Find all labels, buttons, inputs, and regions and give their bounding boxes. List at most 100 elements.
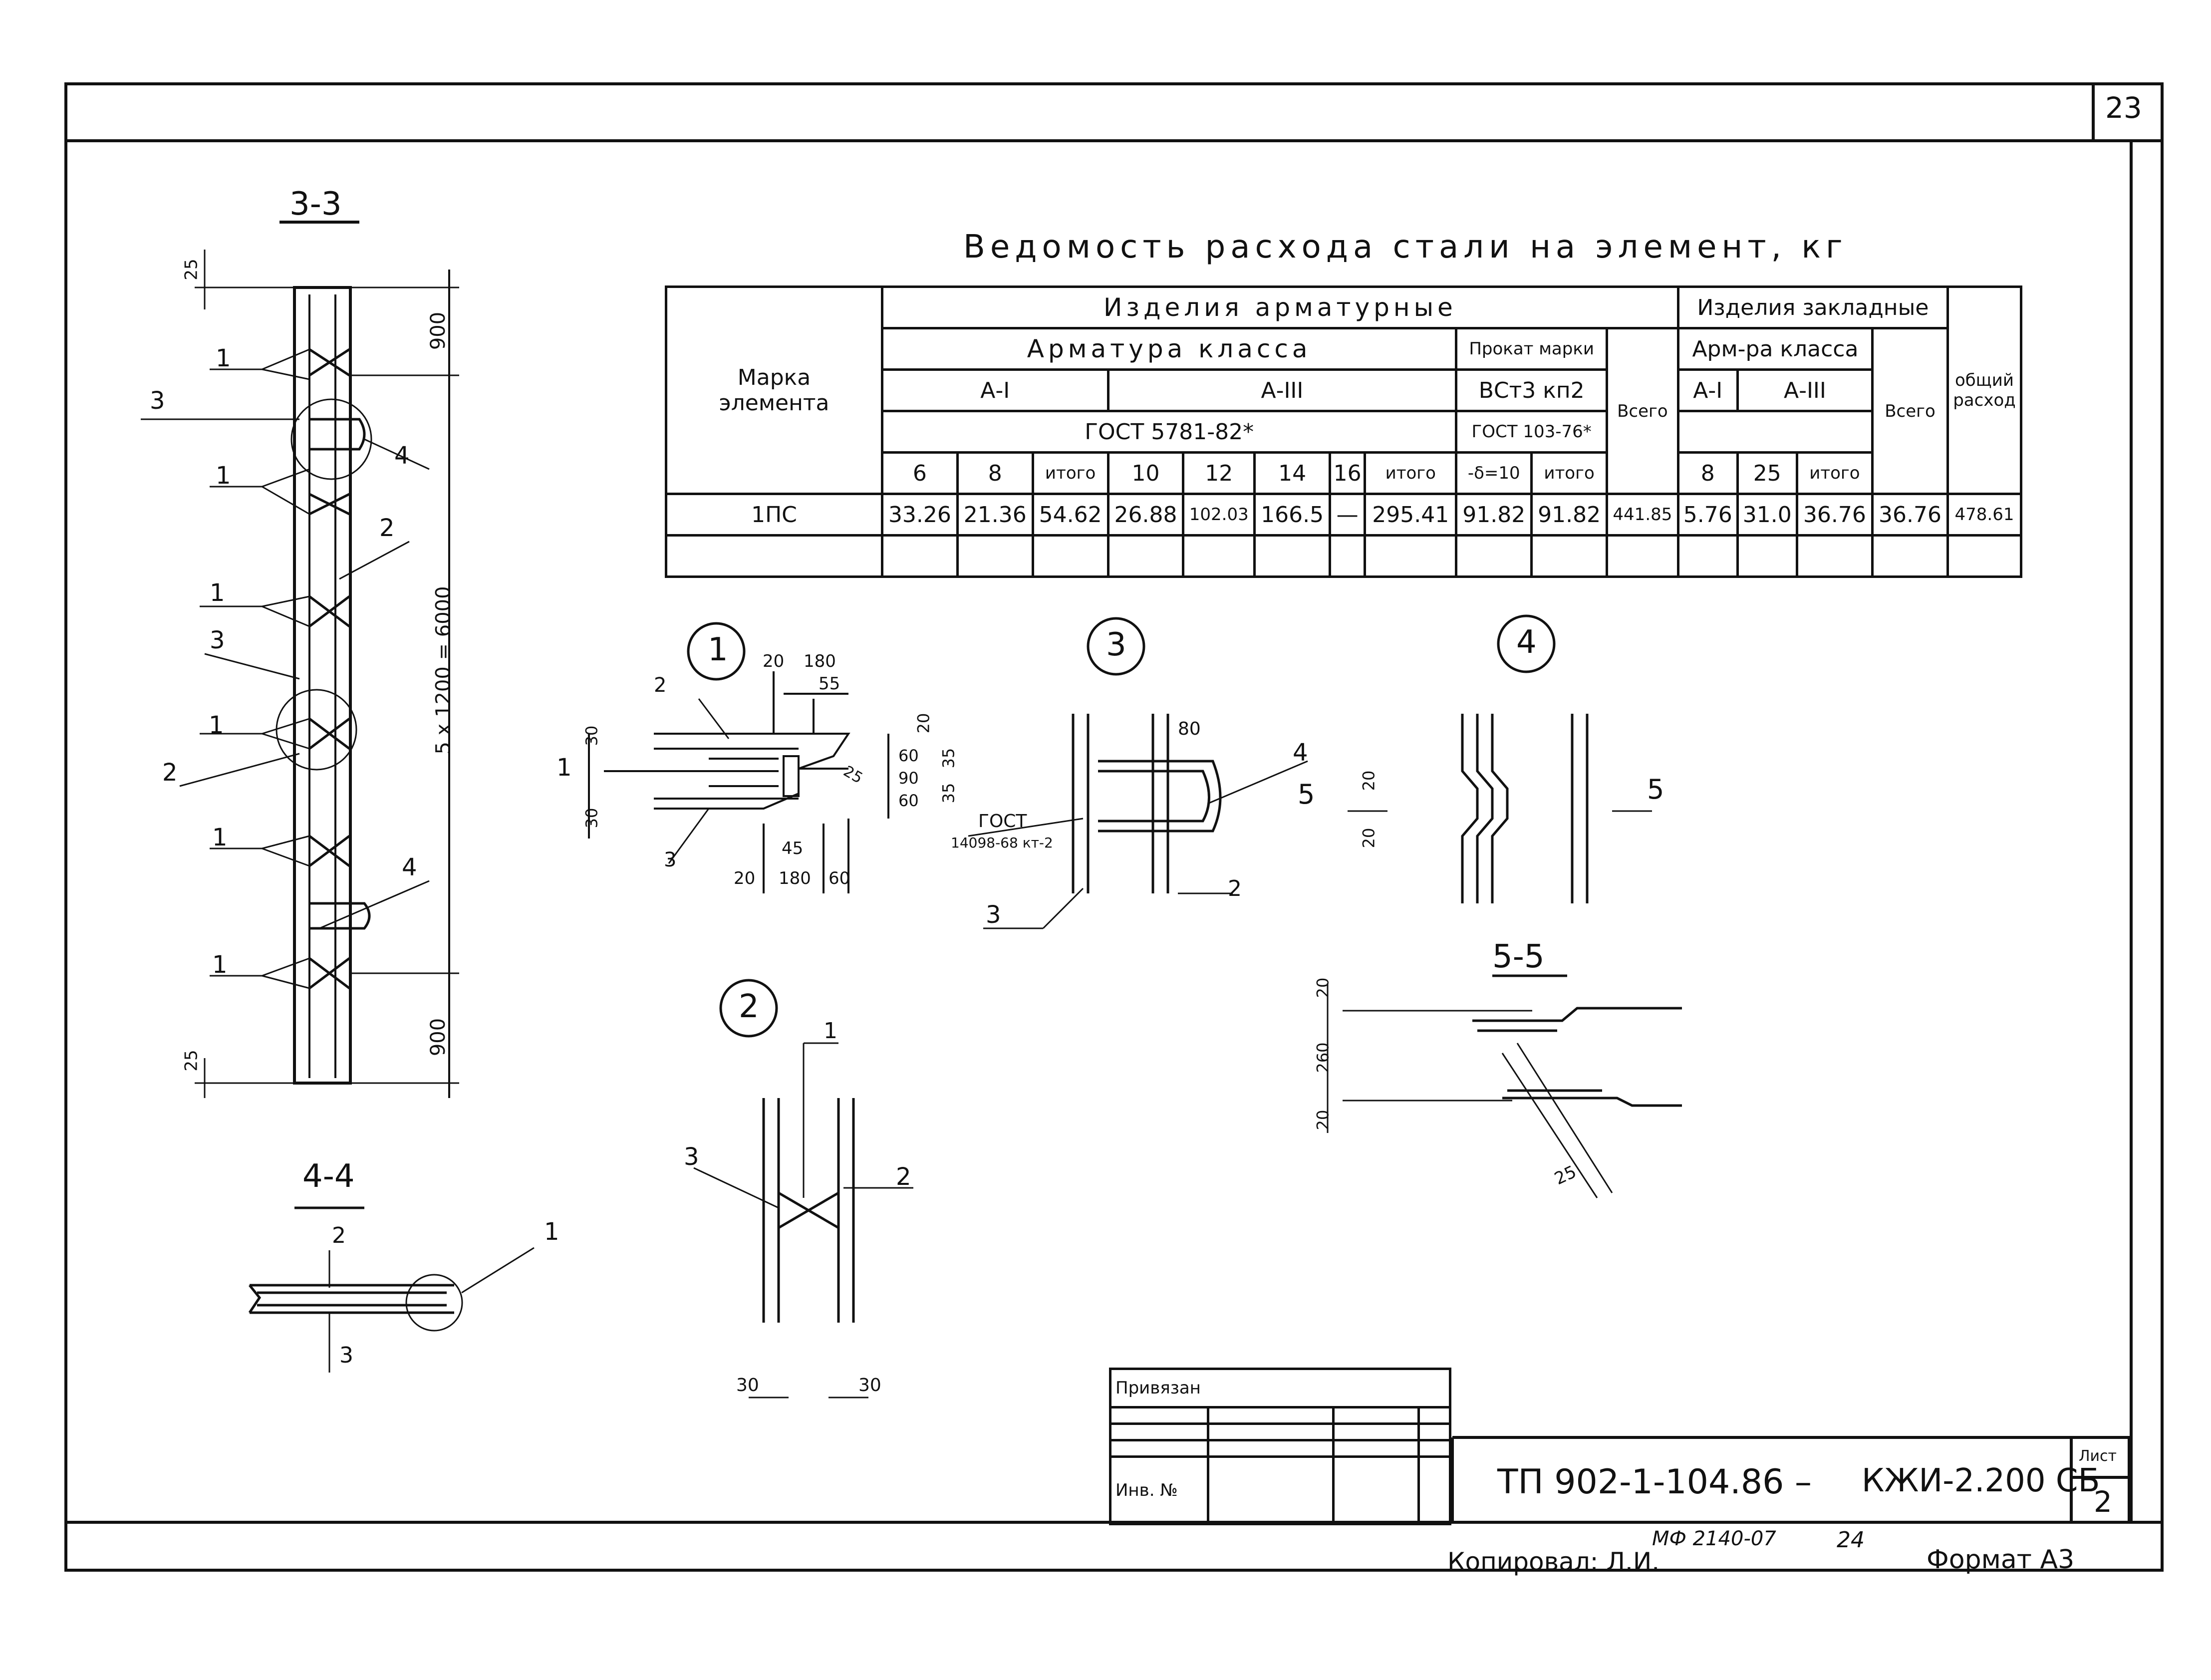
empty-cell: [1207, 1439, 1335, 1458]
title-block: Привязан Инв. №: [1109, 1368, 1451, 1525]
table-title: Ведомость расхода стали на элемент, кг: [963, 229, 1848, 266]
dim-label: 180: [779, 868, 811, 888]
empty-cell: [1417, 1439, 1451, 1458]
empty-cell: [1676, 534, 1739, 578]
empty-cell: [1417, 1405, 1451, 1425]
empty-cell: [1253, 534, 1331, 578]
section-4-4-title: 4-4: [302, 1158, 355, 1195]
dim-label: 80: [1178, 719, 1201, 739]
steel-consumption-table: Марка элемента Изделия арматурные Издели…: [665, 285, 2022, 578]
dim-label: 900: [427, 1018, 450, 1057]
emb-diam-header: 8: [1676, 451, 1739, 495]
node-4-marker: 4: [1516, 624, 1537, 661]
handwritten-num: 24: [1837, 1527, 1865, 1553]
format-label: Формат А3: [1927, 1545, 2075, 1575]
empty-cell: [1795, 534, 1874, 578]
dim-label: 180: [804, 651, 836, 671]
empty-cell: [1332, 1422, 1420, 1442]
callout-label: 1: [544, 1218, 559, 1246]
empty-cell: [1530, 534, 1609, 578]
dim-label: 60: [829, 868, 850, 888]
overall-header: общий расход: [1946, 285, 2022, 495]
arm-class-header: Арм-ра класса: [1676, 327, 1874, 371]
a3-header: А-III: [1106, 368, 1458, 412]
diam-header: 16: [1328, 451, 1367, 495]
cut-label: 5: [1647, 774, 1664, 805]
empty-cell: [1106, 534, 1185, 578]
section-5-5-title: 5-5: [1492, 938, 1545, 975]
dim-label: 30: [582, 725, 601, 746]
diam-header: 12: [1182, 451, 1256, 495]
empty-cell: [1031, 534, 1109, 578]
callout-label: 1: [212, 824, 228, 851]
empty-cell: [1207, 1422, 1335, 1442]
empty-cell: [956, 534, 1034, 578]
node-1-marker: 1: [708, 631, 728, 668]
table-cell: 26.88: [1106, 493, 1185, 537]
table-cell: 478.61: [1946, 493, 2022, 537]
callout-label: 2: [654, 674, 667, 697]
callout-label: 2: [162, 759, 178, 787]
empty-cell: [1417, 1422, 1451, 1442]
empty-cell: [665, 534, 883, 578]
empty-cell: [1109, 1439, 1209, 1458]
sheet-label: Лист: [2079, 1447, 2117, 1465]
callout-label: 3: [664, 848, 677, 871]
emb-a1-header: А-I: [1676, 368, 1739, 412]
row-mark: 1ПС: [665, 493, 883, 537]
cut-label: 5: [1298, 779, 1315, 810]
callout-label: 1: [216, 344, 231, 372]
empty-cell: [1109, 1405, 1209, 1425]
embedded-products-header: Изделия закладные: [1676, 285, 1949, 329]
gost-note: 14098-68 кт-2: [951, 835, 1053, 851]
document-code-suffix: КЖИ-2.200 СБ: [1862, 1462, 2100, 1499]
table-cell: 295.41: [1364, 493, 1458, 537]
diam-header: итого: [1364, 451, 1458, 495]
empty-cell: [1109, 1422, 1209, 1442]
empty-cell: [1736, 534, 1798, 578]
empty-cell: [1207, 1405, 1335, 1425]
callout-label: 2: [332, 1223, 346, 1248]
table-cell: 166.5: [1253, 493, 1331, 537]
empty-cell: [1455, 534, 1533, 578]
dim-label: 30: [736, 1375, 759, 1396]
diam-header: 14: [1253, 451, 1331, 495]
empty-cell: [1606, 534, 1679, 578]
section-3-3-title: 3-3: [289, 186, 342, 223]
diam-header: 6: [881, 451, 959, 495]
dim-label: 20: [1313, 977, 1333, 998]
callout-label: 2: [379, 514, 395, 542]
gost-note: ГОСТ: [978, 811, 1027, 832]
node-2-marker: 2: [739, 988, 759, 1025]
inv-no-label: Инв. №: [1109, 1455, 1209, 1525]
table-cell: 33.26: [881, 493, 959, 537]
callout-label: 3: [684, 1143, 699, 1171]
empty-cell: [1332, 1455, 1420, 1525]
emb-total-header: Всего: [1871, 327, 1949, 495]
empty-cell: [1364, 534, 1458, 578]
empty-cell: [1871, 534, 1949, 578]
callout-label: 3: [339, 1343, 353, 1368]
copied-by: Копировал: Л.И.: [1447, 1547, 1660, 1576]
a1-header: А-I: [881, 368, 1109, 412]
mark-header: Марка элемента: [665, 285, 883, 495]
table-cell: 31.0: [1736, 493, 1798, 537]
dim-label: 35: [939, 783, 958, 804]
dim-label: 30: [858, 1375, 881, 1396]
table-cell: 102.03: [1182, 493, 1256, 537]
callout-label: 1: [210, 579, 225, 607]
rebar-products-header: Изделия арматурные: [881, 285, 1679, 329]
gost-rebar-header: ГОСТ 5781-82*: [880, 410, 1458, 454]
dim-label: 20: [734, 868, 756, 888]
dim-label: 20: [763, 651, 785, 671]
table-cell: 91.82: [1530, 493, 1609, 537]
empty-cell: [1332, 1405, 1420, 1425]
dim-label: 20: [1359, 828, 1379, 848]
callout-label: 4: [402, 853, 417, 881]
rebar-total-header: Всего: [1606, 327, 1679, 495]
dim-label: 30: [582, 808, 601, 829]
dim-label: 25: [181, 259, 202, 280]
callout-label: 3: [150, 387, 165, 415]
attached-label: Привязан: [1109, 1368, 1451, 1408]
dim-label: 260: [1313, 1042, 1333, 1073]
